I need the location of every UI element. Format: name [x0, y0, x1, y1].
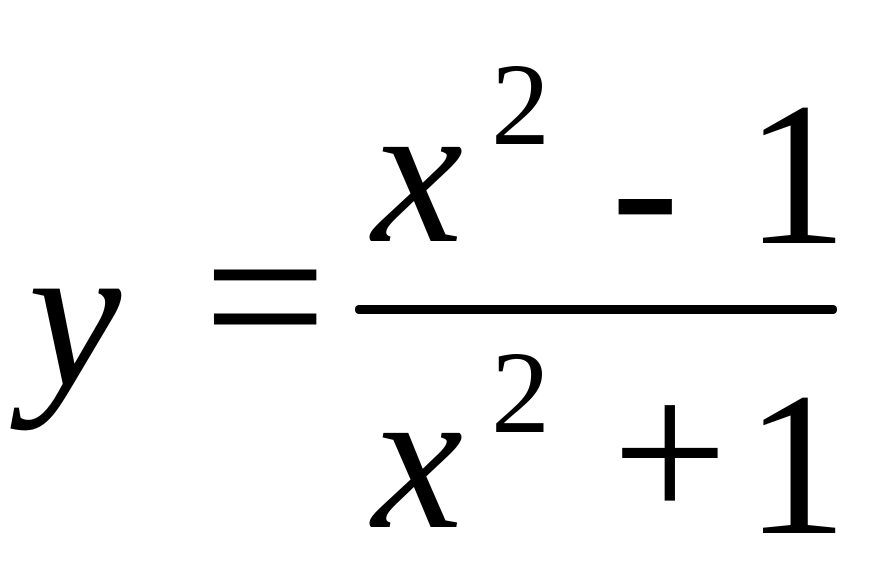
- denominator-operator: +: [612, 339, 728, 566]
- numerator-constant: 1: [745, 61, 848, 288]
- numerator-variable: x: [372, 59, 463, 286]
- equals-sign: =: [203, 174, 328, 418]
- denominator-variable: x: [372, 345, 463, 572]
- lhs-variable: y: [28, 199, 122, 431]
- numerator-exponent: 2: [491, 39, 550, 170]
- denominator-exponent: 2: [491, 327, 550, 458]
- denominator-constant: 1: [745, 351, 848, 578]
- numerator-operator: -: [611, 73, 680, 300]
- fraction-bar: [355, 305, 837, 314]
